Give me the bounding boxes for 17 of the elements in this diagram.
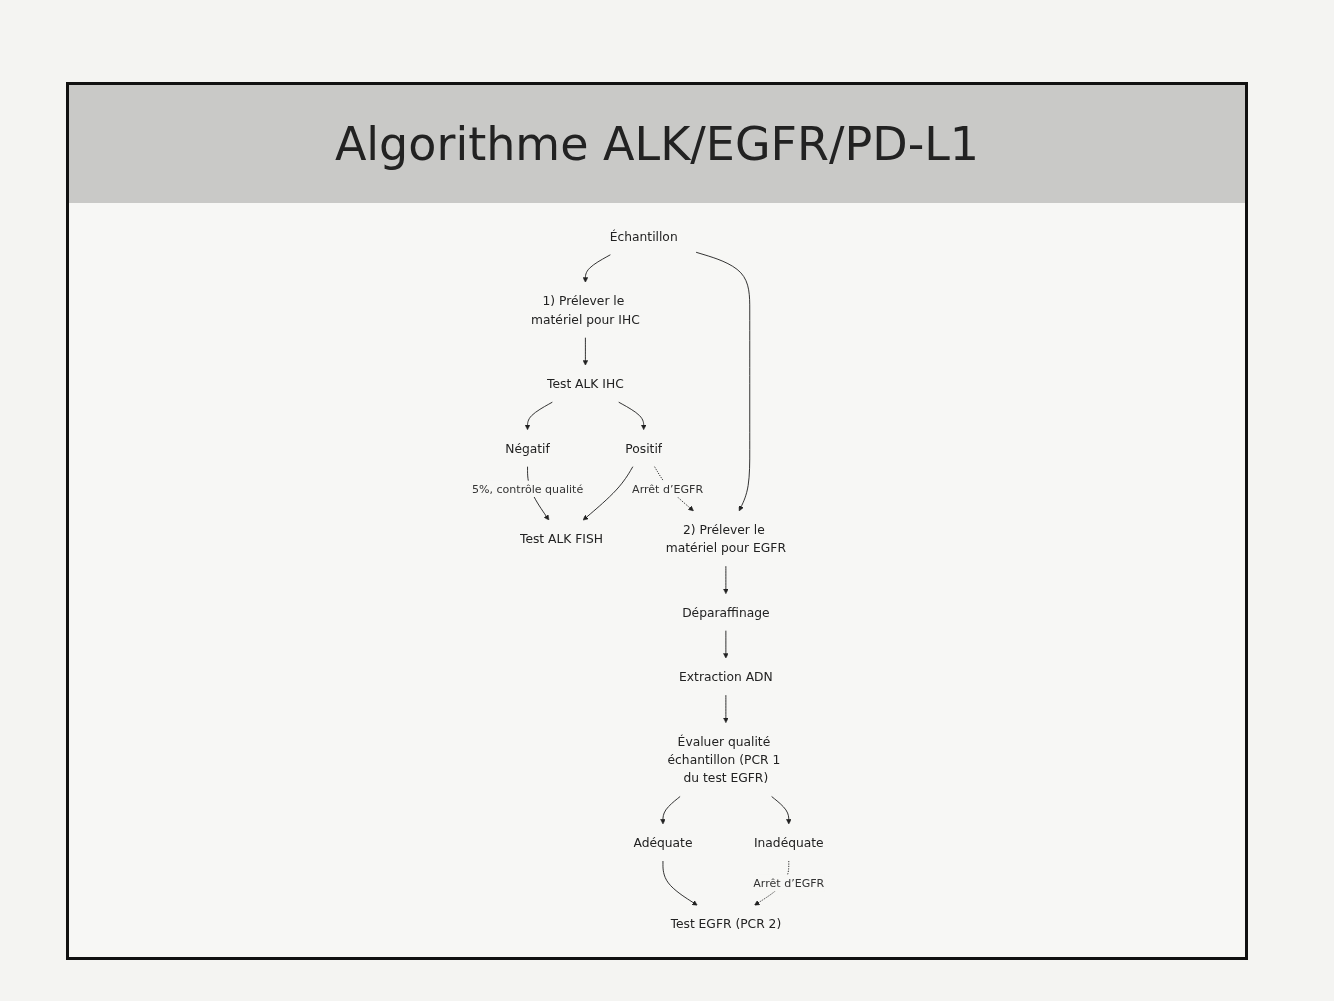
node-text: Test ALK IHC bbox=[547, 376, 624, 392]
title: Algorithme ALK/EGFR/PD-L1 bbox=[334, 117, 980, 171]
edge-label: Arrêt d’EGFR bbox=[632, 482, 704, 496]
node-text: 2) Prélever le matériel pour EGFR bbox=[665, 521, 786, 556]
node-text: Échantillon bbox=[609, 228, 678, 244]
node-text: Test EGFR (PCR 2) bbox=[670, 916, 782, 932]
edge-label: 5%, contrôle qualité bbox=[471, 482, 584, 496]
node-text: Déparaffinage bbox=[682, 604, 770, 620]
node-text: Évaluer qualité échantillon (PCR 1 du test EGFR) bbox=[667, 733, 781, 786]
node-text: Positif bbox=[625, 440, 663, 456]
edge-label: Arrêt d’EGFR bbox=[753, 876, 825, 890]
node-text: Adéquate bbox=[633, 835, 693, 850]
node-text: Test ALK FISH bbox=[519, 531, 604, 546]
node-text: 1) Prélever le matériel pour IHC bbox=[531, 293, 640, 327]
node-text: Négatif bbox=[505, 440, 550, 456]
node-text: Extraction ADN bbox=[679, 669, 773, 685]
node-text: Inadéquate bbox=[753, 835, 824, 850]
